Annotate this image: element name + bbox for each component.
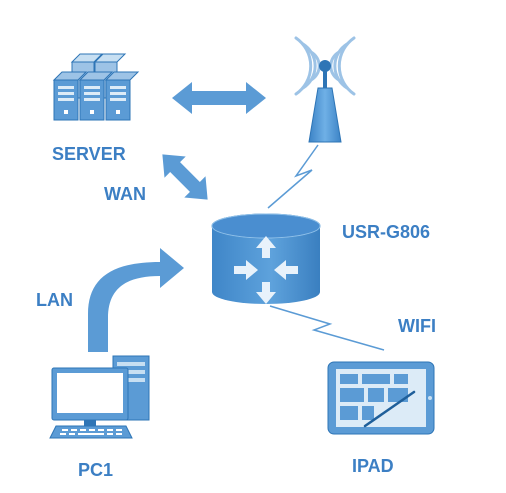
server-rack-icon bbox=[52, 53, 140, 121]
desktop-computer-icon bbox=[49, 355, 150, 439]
wireless-link-ipad bbox=[269, 305, 385, 351]
router-cylinder-icon bbox=[211, 213, 321, 304]
tablet-icon bbox=[327, 361, 435, 435]
router-label: USR-G806 bbox=[342, 222, 431, 242]
wan-label: WAN bbox=[104, 184, 146, 204]
wireless-link-antenna bbox=[267, 144, 319, 209]
lan-arrow bbox=[88, 248, 184, 352]
wan-arrow bbox=[162, 154, 208, 200]
server-antenna-arrow bbox=[172, 82, 266, 114]
antenna-tower-icon bbox=[294, 36, 356, 143]
ipad-label: IPAD bbox=[352, 456, 394, 476]
pc-label: PC1 bbox=[78, 460, 114, 480]
server-label: SERVER bbox=[52, 144, 126, 164]
lan-label: LAN bbox=[36, 290, 73, 310]
wifi-label: WIFI bbox=[398, 316, 436, 336]
